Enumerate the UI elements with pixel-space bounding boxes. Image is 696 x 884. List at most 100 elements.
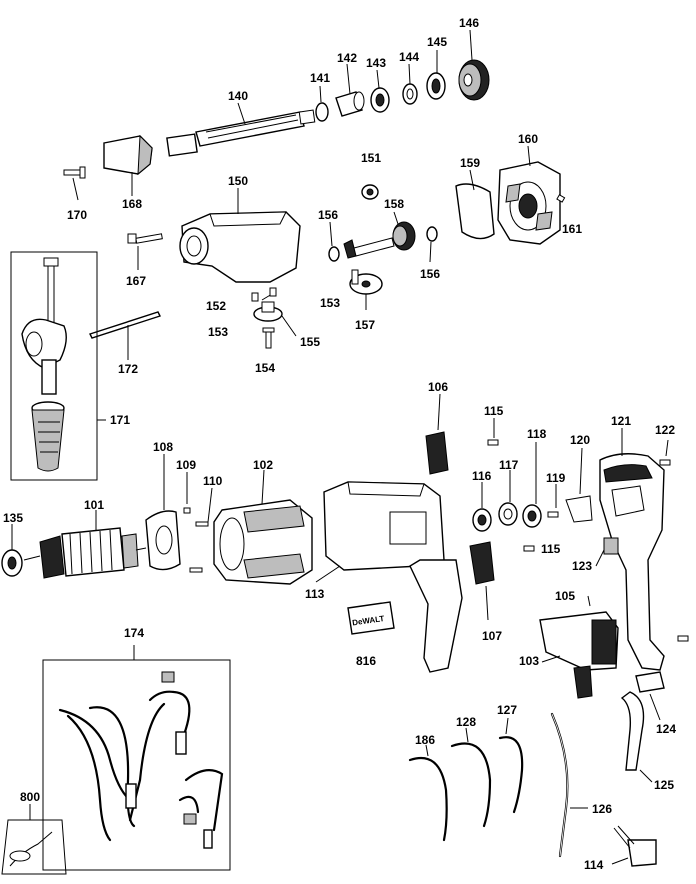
label-121: 121	[611, 414, 631, 428]
part-107-terminal	[469, 541, 495, 621]
label-128: 128	[456, 715, 476, 729]
part-117-washer	[498, 470, 518, 526]
label-101: 101	[84, 498, 104, 512]
label-115-top: 115	[484, 404, 504, 418]
part-168-chuck	[103, 134, 153, 196]
part-127-lead	[498, 717, 524, 814]
label-161: 161	[562, 222, 582, 236]
label-126: 126	[592, 802, 612, 816]
label-172: 172	[118, 362, 138, 376]
part-158-intermediate-shaft	[328, 211, 416, 262]
label-118: 118	[527, 427, 547, 441]
part-161-clip	[556, 194, 566, 203]
part-115-screw-top	[487, 418, 499, 446]
label-124: 124	[656, 722, 676, 736]
label-168: 168	[122, 197, 142, 211]
part-146-gear	[458, 29, 490, 101]
label-151: 151	[361, 151, 381, 165]
part-101-armature	[23, 510, 147, 579]
label-167: 167	[126, 274, 146, 288]
part-800-box	[1, 804, 67, 875]
label-105: 105	[555, 589, 575, 603]
label-156-left: 156	[318, 208, 338, 222]
part-102-field	[213, 469, 313, 585]
part-174-lead-set-box	[42, 645, 231, 871]
part-114-plug	[611, 825, 657, 867]
label-170: 170	[67, 208, 87, 222]
label-157: 157	[355, 318, 375, 332]
part-140-spindle	[166, 102, 316, 157]
label-109: 109	[176, 458, 196, 472]
label-158: 158	[384, 197, 404, 211]
part-116-bearing	[472, 482, 492, 532]
label-800: 800	[20, 790, 40, 804]
part-152-pin	[251, 287, 277, 302]
part-170-chuck-key-screw	[63, 166, 86, 201]
part-816-logo-plate: DeWALT	[347, 601, 395, 635]
part-172-rod	[89, 311, 161, 360]
label-153-right: 153	[320, 296, 340, 310]
label-144: 144	[399, 50, 419, 64]
part-106-switch-part	[425, 393, 449, 475]
label-156-right: 156	[420, 267, 440, 281]
label-116: 116	[472, 469, 492, 483]
part-141-ring	[315, 85, 329, 122]
part-144-washer	[402, 63, 418, 105]
label-143: 143	[366, 56, 386, 70]
part-160-brush-holder-plate	[497, 145, 561, 245]
part-125-cord-protector	[620, 691, 653, 783]
label-154: 154	[255, 361, 275, 375]
label-125: 125	[654, 778, 674, 792]
part-123-block	[595, 537, 619, 567]
part-128-lead	[450, 727, 492, 828]
label-140: 140	[228, 89, 248, 103]
label-141: 141	[310, 71, 330, 85]
label-103: 103	[519, 654, 539, 668]
part-122-screw	[659, 439, 689, 642]
part-108-baffle	[145, 454, 181, 571]
part-156-washer-right	[426, 226, 438, 263]
label-119: 119	[546, 471, 566, 485]
label-816: 816	[356, 654, 376, 668]
part-105-screw	[587, 595, 591, 607]
label-174: 174	[124, 626, 144, 640]
label-123: 123	[572, 559, 592, 573]
label-155: 155	[300, 335, 320, 349]
part-145-bearing	[426, 50, 446, 100]
label-102: 102	[253, 458, 273, 472]
part-109-pin	[183, 472, 191, 514]
label-110: 110	[203, 474, 223, 488]
part-155-knob	[253, 301, 297, 337]
part-121-rear-handle	[599, 428, 665, 671]
part-119-screw	[547, 484, 559, 518]
label-122: 122	[655, 423, 675, 437]
label-145: 145	[427, 35, 447, 49]
part-110-screw	[189, 487, 213, 573]
part-157-cam	[349, 269, 383, 310]
part-126-cord	[550, 712, 588, 858]
label-107: 107	[482, 629, 502, 643]
part-167-screw	[127, 233, 163, 270]
logo-text: DeWALT	[352, 614, 385, 627]
label-146: 146	[459, 16, 479, 30]
label-106: 106	[428, 380, 448, 394]
part-113-housing	[315, 481, 463, 673]
label-117: 117	[499, 458, 519, 472]
label-114: 114	[584, 858, 604, 872]
part-103-switch	[539, 611, 619, 699]
part-115-screw-bottom	[523, 545, 535, 552]
part-186-lead	[408, 744, 448, 842]
part-171-side-handle-box	[10, 251, 106, 481]
part-159-shield	[455, 169, 495, 240]
label-150: 150	[228, 174, 248, 188]
label-171: 171	[110, 413, 130, 427]
part-143-bearing	[370, 69, 390, 113]
part-142-sleeve	[335, 63, 365, 117]
part-150-gear-case	[179, 188, 301, 283]
label-152: 152	[206, 299, 226, 313]
label-159: 159	[460, 156, 480, 170]
part-124-grommet	[635, 671, 665, 721]
label-108: 108	[153, 440, 173, 454]
label-113: 113	[305, 587, 325, 601]
